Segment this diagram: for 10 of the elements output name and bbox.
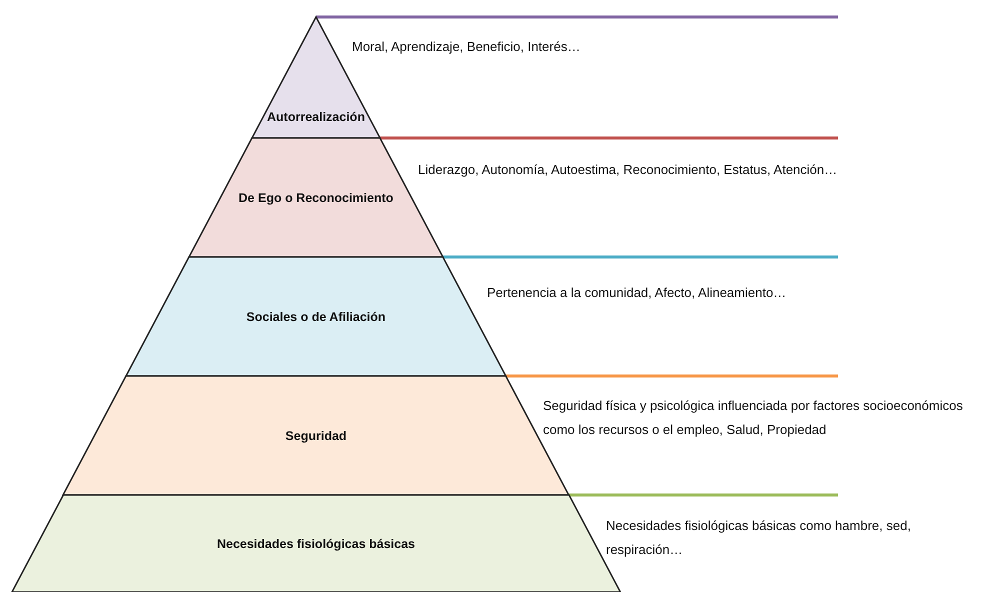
level-label: Seguridad — [285, 428, 347, 442]
level-label: Necesidades fisiológicas básicas — [216, 536, 415, 550]
level-description: Necesidades fisiológicas básicas como hambre, sed, respiración… — [606, 517, 912, 559]
level-description: Seguridad física y psicológica influenciada por factores socioeconómicos como los recursos o el empleo, Salud, Propiedad — [543, 397, 963, 439]
level-description: Moral, Aprendizaje, Beneficio, Interés… — [352, 38, 582, 56]
level-label: Sociales o de Afiliación — [246, 310, 386, 324]
level-description: Liderazgo, Autonomía, Autoestima, Reconocimiento, Estatus, Atención… — [418, 161, 838, 179]
level-label: Autorrealización — [267, 110, 365, 124]
level-description: Pertenencia a la comunidad, Afecto, Alineamiento… — [487, 284, 788, 302]
level-label: De Ego o Reconocimiento — [238, 190, 394, 204]
